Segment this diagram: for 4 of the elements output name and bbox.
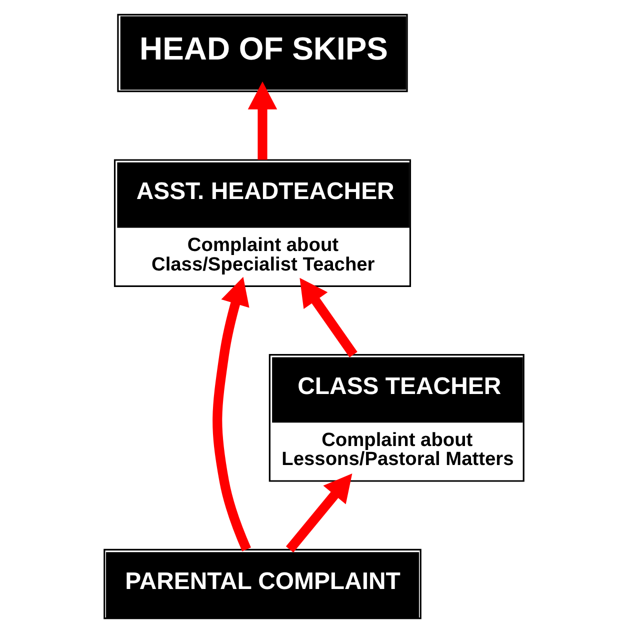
arrow xyxy=(285,473,352,552)
arrow xyxy=(247,81,277,160)
arrow xyxy=(299,278,357,358)
arrow xyxy=(212,276,250,552)
